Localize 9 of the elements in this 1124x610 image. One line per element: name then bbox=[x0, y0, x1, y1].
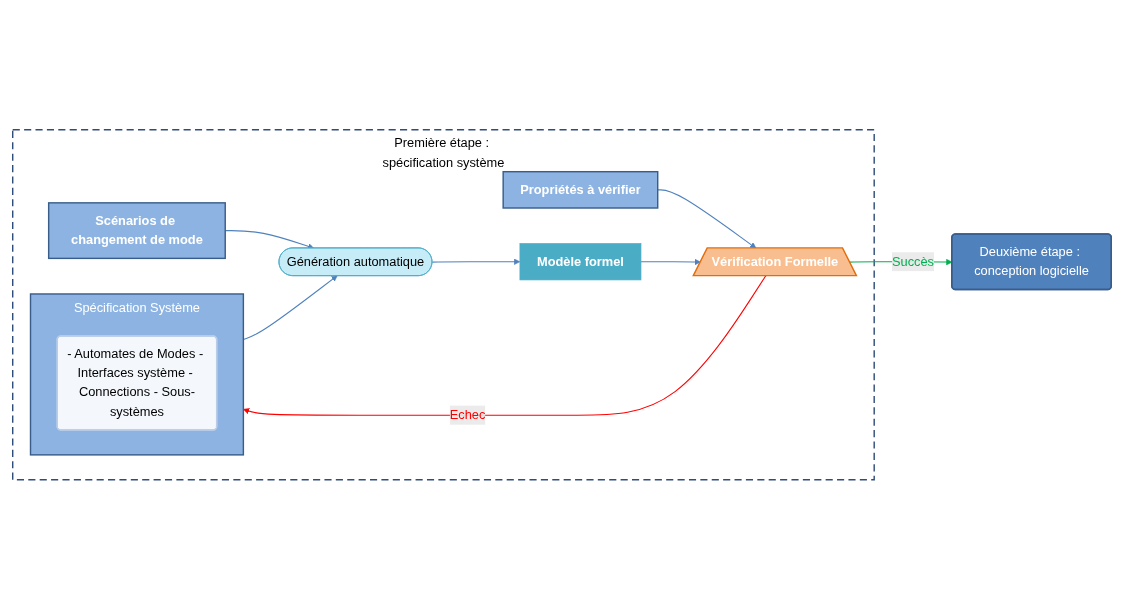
arrow bbox=[640, 259, 701, 266]
arrow bbox=[657, 189, 757, 249]
node-box: Scénarios de changement de mode bbox=[47, 202, 226, 260]
node-box: Propriétés à vérifier bbox=[502, 171, 659, 209]
arrow bbox=[243, 275, 767, 416]
edge-label: Echec bbox=[449, 407, 486, 423]
node-box: Modèle formel bbox=[519, 243, 642, 281]
arrow bbox=[431, 258, 521, 266]
edge-label: Succès bbox=[891, 254, 935, 269]
